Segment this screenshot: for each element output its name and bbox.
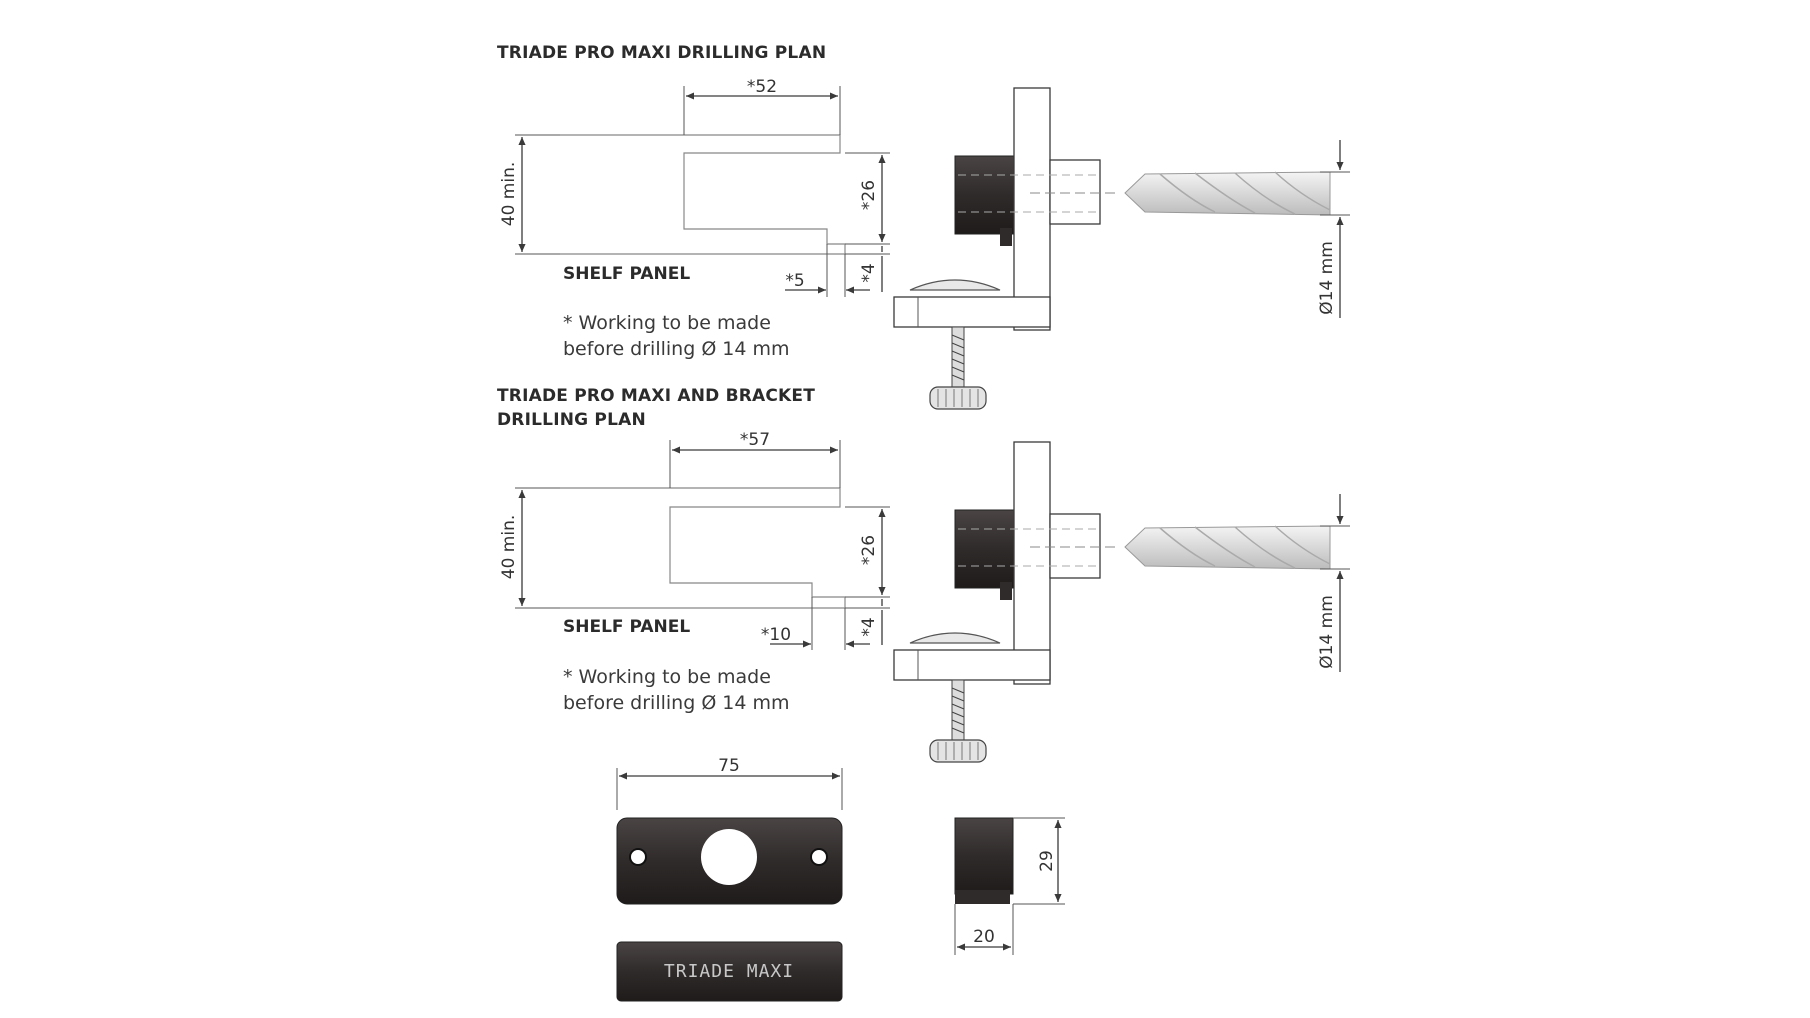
plan-1-drill-bit (1124, 171, 1331, 216)
side-height-label: 29 (1037, 850, 1057, 872)
plan-2-width-dimension: *57 (669, 430, 841, 488)
plan-2-drilling-jig (893, 441, 1118, 763)
plan-1-width-label: *52 (747, 77, 777, 97)
plan-1-drill-dimension: Ø14 mm (1317, 140, 1350, 318)
plan-2-note-line2: before drilling Ø 14 mm (563, 692, 790, 714)
side-width-dimension: 20 (954, 904, 1014, 955)
plan-2-depth-label: *26 (859, 535, 879, 565)
plan-2-step-width-label: *10 (761, 625, 791, 645)
part-views: 75 TRIADE MAXI 29 20 (616, 756, 1065, 1002)
plan-2-depth-dimension: *26 (845, 506, 890, 598)
plate-width-label: 75 (718, 756, 740, 776)
plan-2-step-height-dimension: *4 (845, 599, 890, 645)
side-view (954, 817, 1014, 904)
plan-1-title: TRIADE PRO MAXI DRILLING PLAN (497, 43, 826, 63)
plan-1: TRIADE PRO MAXI DRILLING PLAN 40 min. *5… (497, 43, 1350, 410)
plan-2-panel-label: SHELF PANEL (563, 617, 690, 637)
plan-2-drill-label: Ø14 mm (1317, 595, 1337, 669)
plate-engraving: TRIADE MAXI (664, 961, 794, 982)
plan-1-note-line1: * Working to be made (563, 312, 771, 334)
plan-1-width-dimension: *52 (683, 77, 841, 135)
plan-2-width-label: *57 (740, 430, 770, 450)
plan-2-note-line1: * Working to be made (563, 666, 771, 688)
plate-top-view (616, 817, 843, 905)
plan-1-step-height-dimension: *4 (845, 246, 890, 292)
plan-1-panel-label: SHELF PANEL (563, 264, 690, 284)
plan-1-depth-label: *26 (859, 180, 879, 210)
plan-1-height-dimension: 40 min. (499, 134, 560, 255)
plan-1-shelf-panel (560, 134, 846, 255)
plate-front-view: TRIADE MAXI (616, 941, 843, 1002)
plan-1-step-width-dimension: *5 (785, 244, 870, 297)
plan-2-height-dimension: 40 min. (499, 487, 560, 609)
plan-1-height-label: 40 min. (499, 162, 519, 227)
plan-2-step-width-dimension: *10 (761, 597, 870, 650)
side-height-dimension: 29 (1013, 817, 1065, 905)
plan-1-drill-label: Ø14 mm (1317, 241, 1337, 315)
plan-2-title-line1: TRIADE PRO MAXI AND BRACKET (497, 386, 815, 406)
plan-1-note-line2: before drilling Ø 14 mm (563, 338, 790, 360)
plan-2: TRIADE PRO MAXI AND BRACKET DRILLING PLA… (497, 386, 1350, 763)
plan-2-drill-bit (1124, 525, 1331, 570)
plan-2-height-label: 40 min. (499, 515, 519, 580)
plan-2-title-line2: DRILLING PLAN (497, 410, 646, 430)
plan-2-step-height-label: *4 (859, 617, 879, 636)
plan-1-drilling-jig (893, 87, 1118, 410)
plan-2-drill-dimension: Ø14 mm (1317, 494, 1350, 672)
plan-1-step-height-label: *4 (859, 263, 879, 282)
plan-1-step-width-label: *5 (785, 271, 804, 291)
plan-2-shelf-panel (560, 487, 846, 609)
side-width-label: 20 (973, 927, 995, 947)
plan-1-depth-dimension: *26 (845, 152, 890, 245)
plate-width-dimension: 75 (616, 756, 843, 810)
